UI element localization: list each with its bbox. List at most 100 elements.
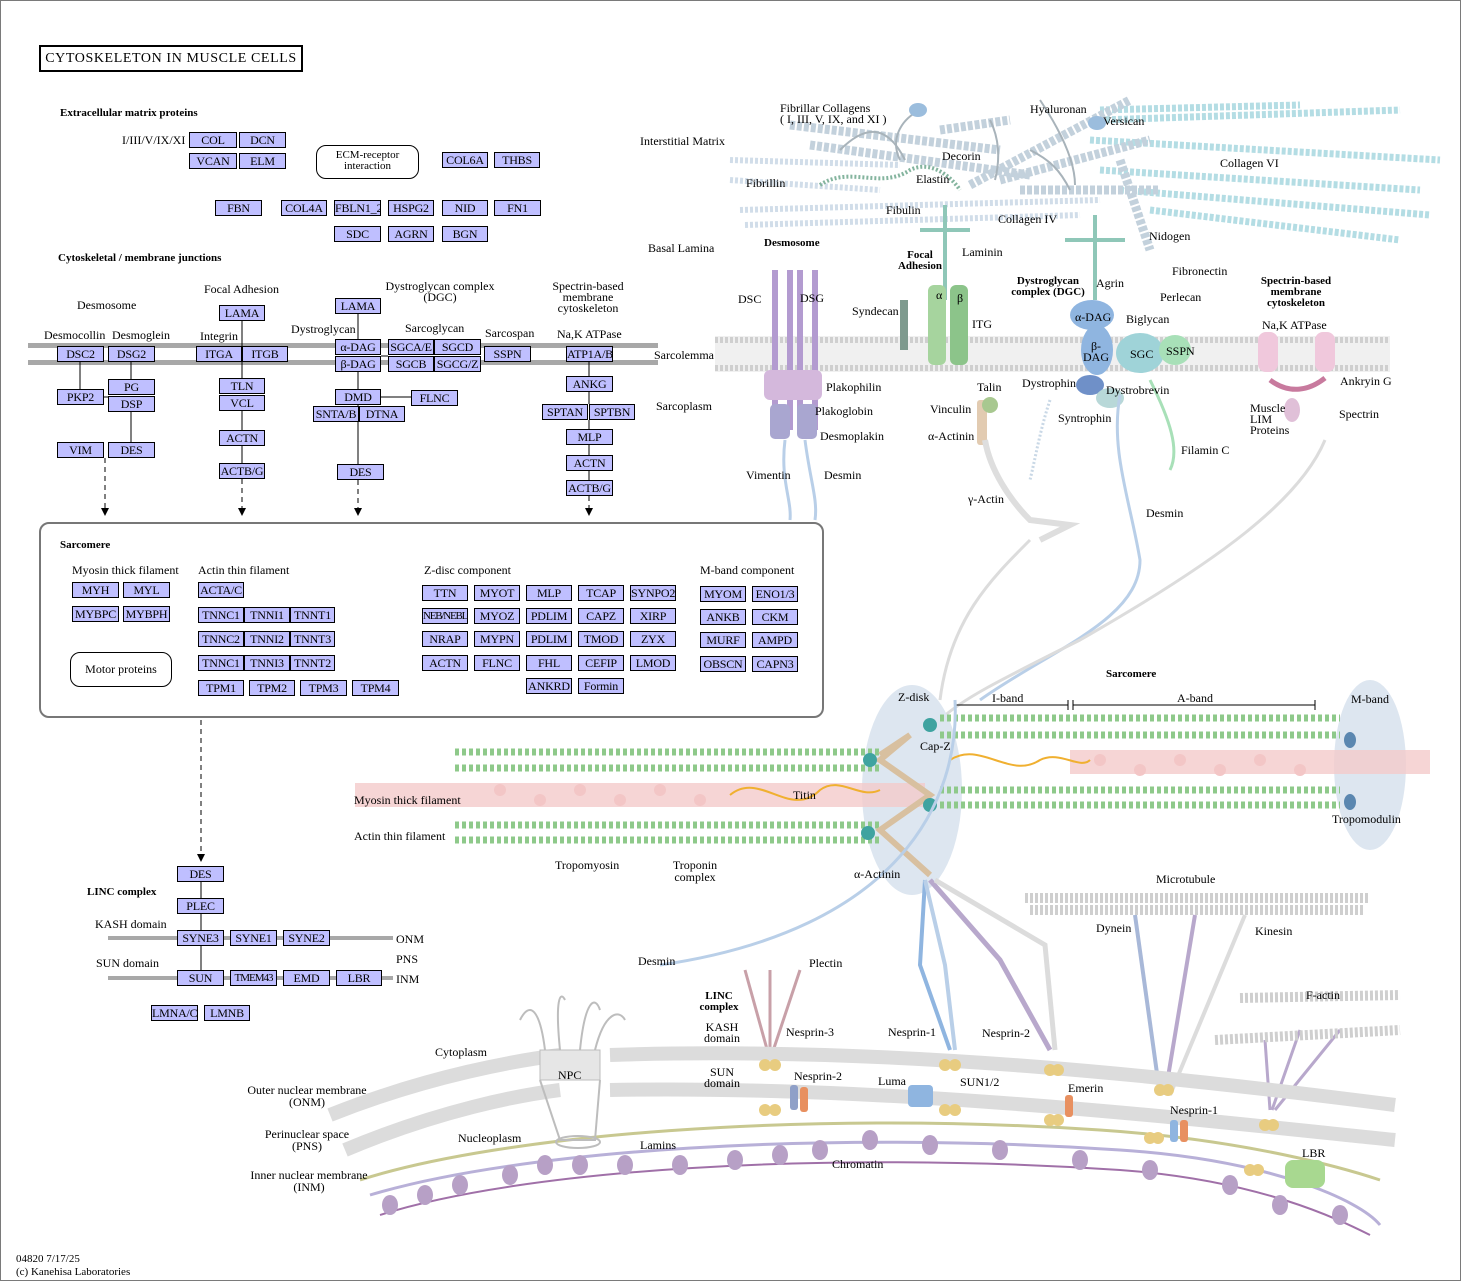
gene-myl[interactable]: MYL: [123, 582, 170, 598]
gene-actbg-focal[interactable]: ACTB/G: [219, 463, 265, 479]
gene-flnc-zdisc[interactable]: FLNC: [474, 655, 520, 671]
gene-tmem43[interactable]: TMEM43: [230, 970, 277, 986]
gene-pdlim-a[interactable]: PDLIM: [526, 608, 572, 624]
gene-vcl[interactable]: VCL: [219, 395, 265, 411]
gene-pg[interactable]: PG: [108, 379, 155, 395]
gene-tpm2[interactable]: TPM2: [249, 680, 295, 696]
gene-ampd[interactable]: AMPD: [752, 632, 798, 648]
gene-sgcb[interactable]: SGCB: [388, 356, 434, 372]
gene-lmnb[interactable]: LMNB: [204, 1005, 250, 1021]
gene-des-dgc[interactable]: DES: [337, 464, 384, 480]
gene-tpm4[interactable]: TPM4: [352, 680, 399, 696]
gene-tnni2[interactable]: TNNI2: [244, 631, 290, 647]
gene-dsp[interactable]: DSP: [108, 396, 155, 412]
gene-flnc-dgc[interactable]: FLNC: [411, 390, 458, 406]
gene-fhl[interactable]: FHL: [526, 655, 572, 671]
gene-alpha-dag[interactable]: α-DAG: [335, 339, 381, 355]
gene-capn3[interactable]: CAPN3: [752, 656, 798, 672]
gene-obscn[interactable]: OBSCN: [700, 656, 746, 672]
gene-sgcgz[interactable]: SGCG/Z: [434, 356, 481, 372]
gene-tnnc1-b[interactable]: TNNC1: [198, 655, 244, 671]
gene-sgcae[interactable]: SGCA/E: [388, 339, 434, 355]
gene-actn-zdisc[interactable]: ACTN: [422, 655, 468, 671]
gene-hspg2[interactable]: HSPG2: [388, 200, 434, 216]
gene-zyx[interactable]: ZYX: [630, 631, 676, 647]
gene-fbln1[interactable]: FBLN1_2: [334, 200, 381, 216]
gene-lama-focal[interactable]: LAMA: [219, 305, 265, 321]
gene-mypn[interactable]: MYPN: [474, 631, 520, 647]
gene-ankb[interactable]: ANKB: [700, 609, 746, 625]
gene-tpm3[interactable]: TPM3: [300, 680, 347, 696]
gene-myh[interactable]: MYH: [72, 582, 119, 598]
gene-myoz[interactable]: MYOZ: [474, 608, 520, 624]
gene-ankg[interactable]: ANKG: [566, 376, 613, 392]
gene-cefip[interactable]: CEFIP: [578, 655, 624, 671]
gene-tnnc1-a[interactable]: TNNC1: [198, 607, 244, 623]
gene-sgcd[interactable]: SGCD: [434, 339, 481, 355]
gene-capz[interactable]: CAPZ: [578, 608, 624, 624]
gene-dsg2[interactable]: DSG2: [108, 346, 155, 362]
gene-elm[interactable]: ELM: [239, 153, 286, 169]
gene-lama-dgc[interactable]: LAMA: [335, 298, 381, 314]
gene-pdlim-b[interactable]: PDLIM: [526, 631, 572, 647]
motor-proteins-link[interactable]: Motor proteins: [70, 652, 172, 687]
gene-emd[interactable]: EMD: [283, 970, 330, 986]
ecm-receptor-interaction-link[interactable]: ECM-receptor interaction: [316, 145, 419, 179]
gene-mlp-spectrin[interactable]: MLP: [566, 429, 613, 445]
gene-dtna[interactable]: DTNA: [359, 406, 405, 422]
gene-atp1ab[interactable]: ATP1A/B: [566, 346, 613, 362]
gene-col[interactable]: COL: [189, 132, 237, 148]
gene-myot[interactable]: MYOT: [474, 585, 520, 601]
gene-synpo2[interactable]: SYNPO2: [630, 585, 676, 601]
gene-actn-focal[interactable]: ACTN: [219, 430, 265, 446]
gene-ttn[interactable]: TTN: [422, 585, 468, 601]
gene-syne2[interactable]: SYNE2: [283, 930, 330, 946]
gene-beta-dag[interactable]: β-DAG: [335, 356, 381, 372]
gene-syne3[interactable]: SYNE3: [177, 930, 224, 946]
gene-mybpc[interactable]: MYBPC: [72, 606, 119, 622]
gene-syne1[interactable]: SYNE1: [230, 930, 277, 946]
gene-dmd[interactable]: DMD: [335, 389, 381, 405]
gene-des-linc[interactable]: DES: [177, 866, 224, 882]
gene-lmod[interactable]: LMOD: [630, 655, 676, 671]
gene-bgn[interactable]: BGN: [442, 226, 488, 242]
gene-tnnt3[interactable]: TNNT3: [290, 631, 335, 647]
gene-sun[interactable]: SUN: [177, 970, 224, 986]
gene-vim[interactable]: VIM: [57, 442, 104, 458]
gene-tmod[interactable]: TMOD: [578, 631, 624, 647]
gene-tln[interactable]: TLN: [219, 378, 265, 394]
gene-agrn[interactable]: AGRN: [388, 226, 434, 242]
gene-ankrd[interactable]: ANKRD: [526, 678, 572, 694]
gene-sspn[interactable]: SSPN: [484, 346, 531, 362]
gene-itga[interactable]: ITGA: [196, 346, 242, 362]
gene-plec[interactable]: PLEC: [177, 898, 224, 914]
gene-sptbn[interactable]: SPTBN: [589, 404, 635, 420]
gene-nrap[interactable]: NRAP: [422, 631, 468, 647]
gene-tnnt1[interactable]: TNNT1: [290, 607, 335, 623]
gene-des-desmosome[interactable]: DES: [108, 442, 155, 458]
gene-pkp2[interactable]: PKP2: [57, 389, 104, 405]
gene-lmna-c[interactable]: LMNA/C: [151, 1005, 198, 1021]
gene-tnni3[interactable]: TNNI3: [244, 655, 290, 671]
gene-mlp-zdisc[interactable]: MLP: [526, 585, 572, 601]
gene-col6a[interactable]: COL6A: [442, 152, 488, 168]
gene-lbr[interactable]: LBR: [336, 970, 382, 986]
gene-neb-nebl[interactable]: NEB/NEBL: [422, 608, 468, 624]
gene-sptan[interactable]: SPTAN: [542, 404, 588, 420]
gene-sdc[interactable]: SDC: [334, 226, 381, 242]
gene-eno13[interactable]: ENO1/3: [752, 586, 798, 602]
gene-myom[interactable]: MYOM: [700, 586, 746, 602]
gene-tpm1[interactable]: TPM1: [198, 680, 244, 696]
gene-dsc2[interactable]: DSC2: [57, 346, 104, 362]
gene-tnnc2[interactable]: TNNC2: [198, 631, 244, 647]
gene-ckm[interactable]: CKM: [752, 609, 798, 625]
gene-col4a[interactable]: COL4A: [281, 200, 327, 216]
gene-snta-b[interactable]: SNTA/B: [313, 406, 359, 422]
gene-murf[interactable]: MURF: [700, 632, 746, 648]
gene-actbg-spectrin[interactable]: ACTB/G: [566, 480, 613, 496]
gene-xirp[interactable]: XIRP: [630, 608, 676, 624]
gene-fn1[interactable]: FN1: [494, 200, 541, 216]
gene-tcap[interactable]: TCAP: [578, 585, 624, 601]
gene-tnni1[interactable]: TNNI1: [244, 607, 290, 623]
gene-thbs[interactable]: THBS: [494, 152, 540, 168]
